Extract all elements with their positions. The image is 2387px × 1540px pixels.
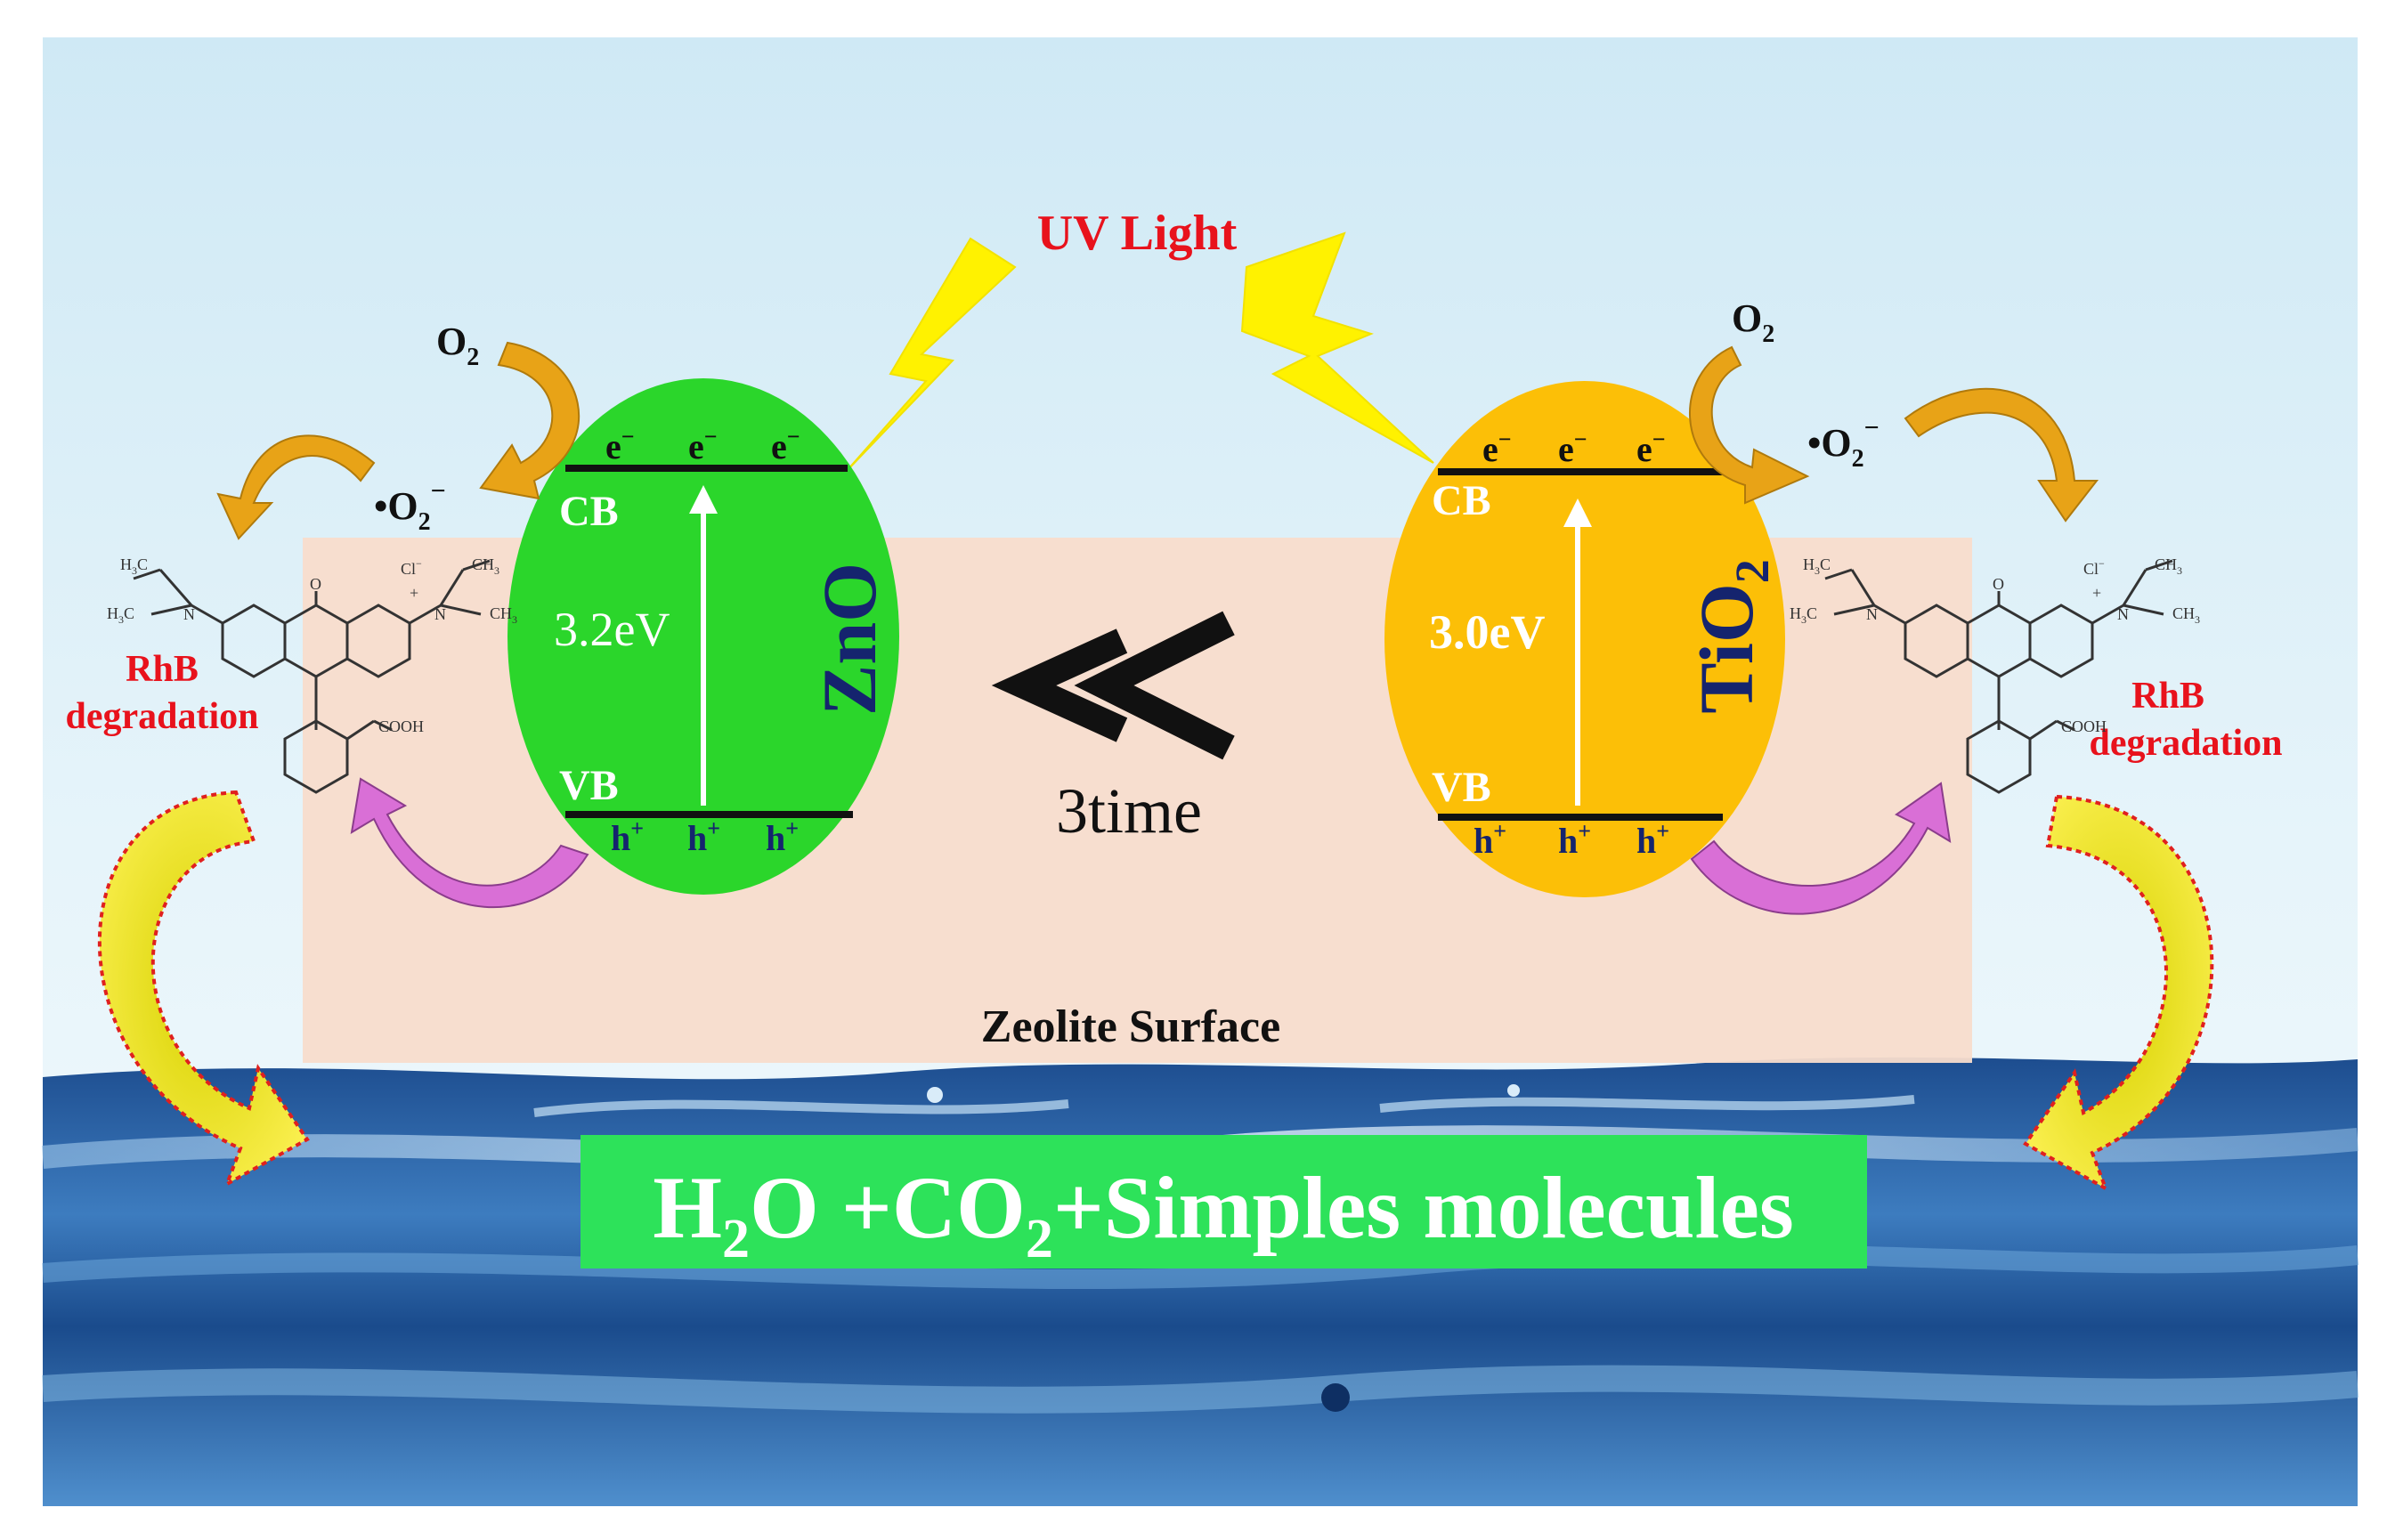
products-tail: +Simples molecules <box>1053 1158 1794 1257</box>
left-superoxide-to-rhb-arrow-icon <box>216 434 376 540</box>
tio2-hole-3: h+ <box>1636 818 1669 861</box>
right-o2-label: O2 <box>1732 296 1774 348</box>
left-molecule-labels: H3C H3C N O N Cl− + CH3 CH3 COOH <box>107 555 517 735</box>
zno-name: ZnO <box>807 563 892 716</box>
tio2-hole-1: h+ <box>1474 818 1506 861</box>
left-o2-reduction-arrow-icon <box>479 341 581 500</box>
left-superoxide-label: •O2− <box>374 476 446 536</box>
left-mol-ch3-1: CH3 <box>472 555 499 577</box>
zno-band-gap: 3.2eV <box>554 603 670 656</box>
zno-hole-2: h+ <box>687 815 720 858</box>
zno-vb-label: VB <box>559 762 619 809</box>
left-rhodamine-b-molecule <box>133 559 491 794</box>
left-mol-cl: Cl− <box>401 557 422 578</box>
zno-electron-3: e− <box>771 424 800 466</box>
much-less-than-symbol-icon <box>991 611 1235 760</box>
lightning-bolt-left-icon <box>845 237 1017 473</box>
tio2-band-gap: 3.0eV <box>1429 605 1545 659</box>
zno-hole-3: h+ <box>766 815 799 858</box>
zno-cb-label: CB <box>559 488 619 535</box>
left-oxygen-cycle: O2 •O2− <box>216 320 581 540</box>
comparison: 3time <box>991 611 1235 847</box>
right-degradation-arrow-icon <box>2023 794 2214 1193</box>
right-o2-reduction-arrow-icon <box>1689 345 1810 505</box>
uv-light-label: UV Light <box>1037 206 1238 261</box>
left-mol-plus: + <box>410 584 418 602</box>
tio2-vb-label: VB <box>1432 764 1491 811</box>
left-mol-n-2: N <box>434 605 446 623</box>
right-rhb-label-line1: RhB <box>2131 676 2204 717</box>
products-mid: O +CO <box>750 1158 1026 1257</box>
right-mol-h3c-2: H3C <box>1790 604 1817 626</box>
products-formula: H2O +CO2+Simples molecules <box>653 1158 1794 1269</box>
zno-hole-1: h+ <box>611 815 644 858</box>
right-mol-ch3-1: CH3 <box>2155 555 2182 577</box>
water-background <box>41 1057 2359 1506</box>
left-mol-o: O <box>310 575 321 593</box>
left-hole-transfer-arrow-icon <box>350 777 589 909</box>
right-hole-transfer-arrow-icon <box>1690 782 1952 915</box>
right-mol-plus: + <box>2092 584 2101 602</box>
zeolite-label: Zeolite Surface <box>981 1001 1280 1052</box>
right-superoxide-label: •O2− <box>1807 413 1880 473</box>
tio2-ellipse <box>1384 381 1785 897</box>
tio2-hole-2: h+ <box>1558 818 1591 861</box>
left-mol-cooh: COOH <box>378 717 424 735</box>
right-mol-cl: Cl− <box>2083 557 2105 578</box>
right-molecule-labels: H3C H3C N O N Cl− + CH3 CH3 COOH <box>1790 555 2200 735</box>
zno-excitation-arrowhead-icon <box>689 485 718 514</box>
right-rhodamine-b-molecule <box>1824 559 2173 794</box>
right-oxygen-cycle: O2 •O2− <box>1689 296 2099 523</box>
left-mol-h3c-2: H3C <box>107 604 134 626</box>
tio2-name: TiO2 <box>1684 559 1779 714</box>
products-box: H2O +CO2+Simples molecules <box>581 1135 1867 1269</box>
left-mol-ch3-2: CH3 <box>490 604 517 626</box>
zno-electron-1: e− <box>605 424 635 466</box>
products-sub-2a: 2 <box>722 1209 750 1269</box>
comparison-label: 3time <box>1056 775 1202 847</box>
right-mol-cooh: COOH <box>2061 717 2107 735</box>
tio2-electron-2: e− <box>1558 426 1587 469</box>
tio2-electron-3: e− <box>1636 426 1666 469</box>
right-mol-n-1: N <box>1866 605 1878 623</box>
tio2-electron-1: e− <box>1482 426 1512 469</box>
right-mol-ch3-2: CH3 <box>2172 604 2200 626</box>
right-mol-n-2: N <box>2117 605 2129 623</box>
products-sub-2b: 2 <box>1026 1209 1053 1269</box>
right-superoxide-to-rhb-arrow-icon <box>1904 387 2099 523</box>
lightning-bolt-right-icon <box>1240 231 1434 464</box>
zno-electron-2: e− <box>688 424 718 466</box>
right-mol-o: O <box>1993 575 2004 593</box>
right-rhb-label-line2: degradation <box>2089 723 2282 764</box>
left-o2-label: O2 <box>436 320 479 371</box>
left-mol-h3c-1: H3C <box>120 555 148 577</box>
tio2-semiconductor: CB VB 3.0eV TiO2 e− e− e− h+ h+ h+ <box>1384 381 1785 897</box>
right-mol-h3c-1: H3C <box>1803 555 1831 577</box>
left-mol-n-1: N <box>183 605 195 623</box>
tio2-cb-label: CB <box>1432 477 1491 524</box>
tio2-excitation-arrowhead-icon <box>1563 498 1592 527</box>
left-rhb-label-line2: degradation <box>65 696 258 737</box>
zno-semiconductor: CB VB 3.2eV ZnO e− e− e− h+ h+ h+ <box>507 378 899 895</box>
left-rhb-label-line1: RhB <box>126 649 199 690</box>
left-degradation-arrow-icon <box>97 790 310 1188</box>
products-h: H <box>653 1158 722 1257</box>
